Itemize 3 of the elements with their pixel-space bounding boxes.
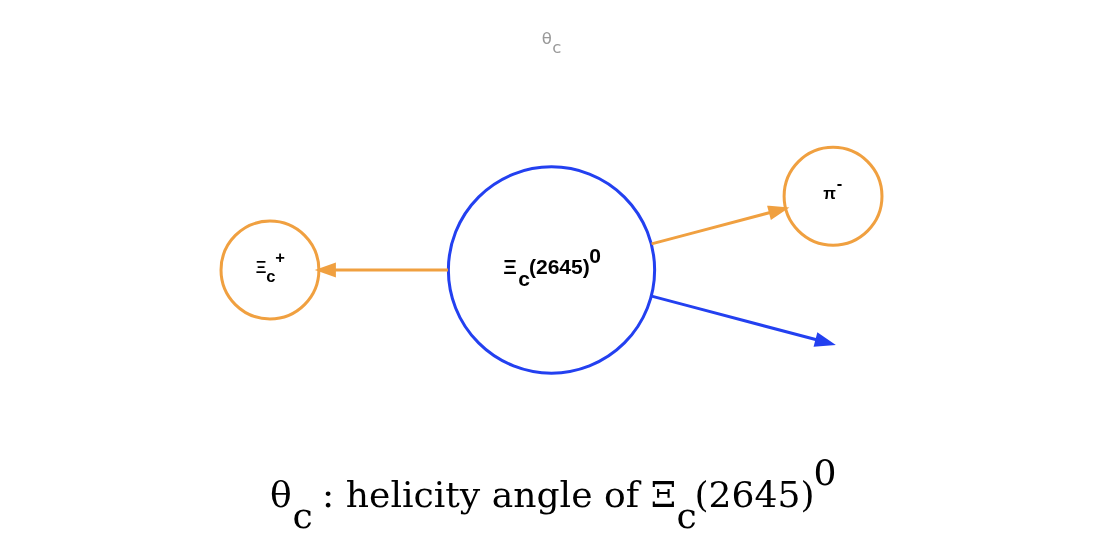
arrow	[651, 294, 836, 347]
arrow	[314, 262, 448, 278]
arrow	[651, 205, 790, 246]
